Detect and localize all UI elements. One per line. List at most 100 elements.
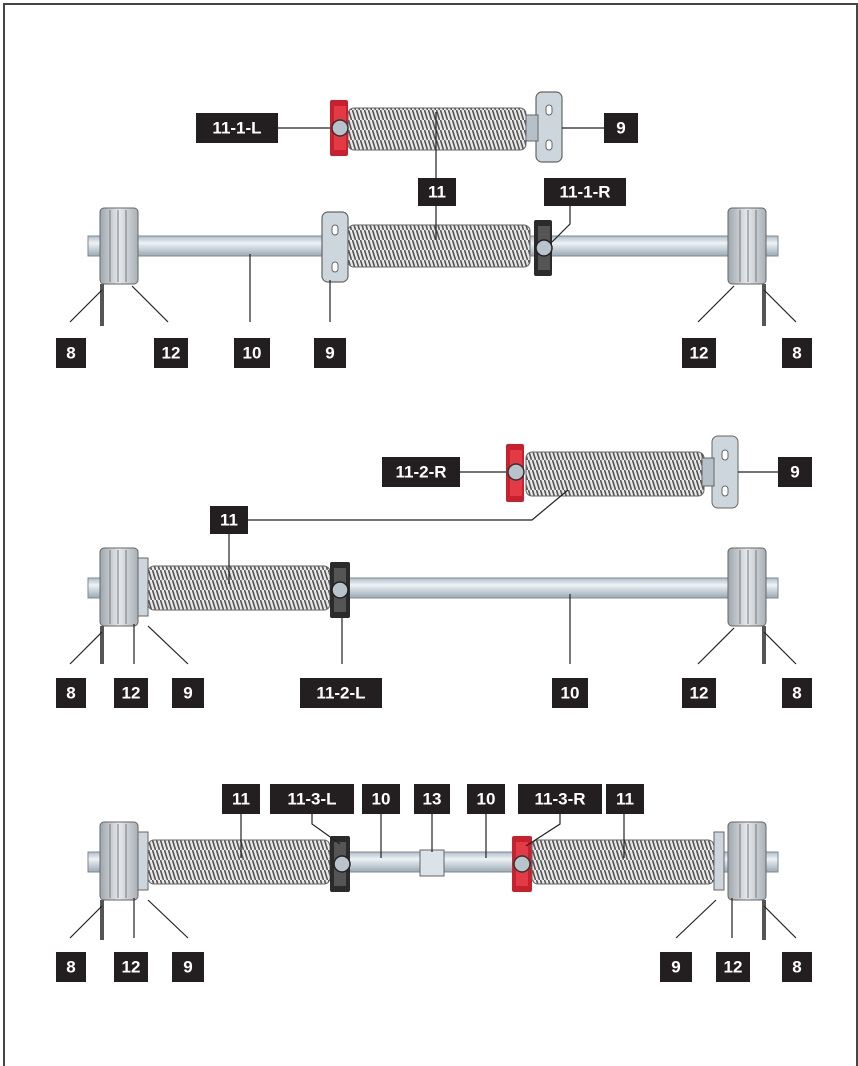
svg-text:11: 11 — [616, 790, 634, 809]
svg-text:12: 12 — [122, 958, 141, 977]
label-11: 11 — [210, 506, 248, 534]
label-8: 8 — [782, 338, 812, 368]
label-11-2-R: 11-2-R — [382, 457, 460, 487]
label-12: 12 — [154, 338, 188, 368]
label-9: 9 — [604, 113, 638, 143]
svg-text:11: 11 — [232, 790, 250, 809]
label-11: 11 — [222, 784, 260, 814]
label-8: 8 — [56, 678, 86, 708]
cable-drum-left — [99, 821, 139, 940]
spring — [525, 451, 705, 497]
cable-drum-left — [99, 547, 139, 664]
label-10: 10 — [362, 784, 400, 814]
label-11-2-L: 11-2-L — [300, 678, 382, 708]
svg-text:9: 9 — [183, 684, 192, 703]
label-8: 8 — [782, 952, 812, 982]
diagram-double-spring: 11 11-3-L 10 13 10 11-3-R 11 8 12 9 9 12… — [56, 784, 812, 982]
svg-text:10: 10 — [372, 790, 391, 809]
label-8: 8 — [56, 952, 86, 982]
winding-cone-red — [512, 836, 532, 892]
svg-text:11: 11 — [428, 183, 446, 202]
label-11-3-R: 11-3-R — [518, 784, 602, 814]
svg-text:10: 10 — [477, 790, 496, 809]
loose-spring-assembly — [330, 91, 563, 163]
svg-text:9: 9 — [671, 958, 680, 977]
cable-drum-right — [727, 547, 767, 664]
bracket — [525, 91, 563, 163]
label-13: 13 — [414, 784, 450, 814]
svg-text:12: 12 — [690, 344, 709, 363]
label-8: 8 — [56, 338, 86, 368]
label-11-1-R: 11-1-R — [544, 178, 626, 206]
svg-text:8: 8 — [66, 684, 75, 703]
loose-spring-assembly — [506, 435, 739, 509]
cable-drum-right — [727, 821, 767, 940]
svg-text:8: 8 — [66, 344, 75, 363]
svg-text:11-2-R: 11-2-R — [395, 463, 446, 482]
svg-text:12: 12 — [122, 684, 141, 703]
cable-drum-left — [99, 207, 139, 326]
svg-text:12: 12 — [690, 684, 709, 703]
svg-text:11-3-L: 11-3-L — [287, 790, 336, 809]
label-8: 8 — [782, 678, 812, 708]
svg-text:9: 9 — [183, 958, 192, 977]
svg-text:12: 12 — [162, 344, 181, 363]
cable-drum-right — [727, 207, 767, 326]
svg-text:8: 8 — [66, 958, 75, 977]
svg-text:8: 8 — [792, 344, 801, 363]
label-12: 12 — [114, 952, 148, 982]
svg-text:11-1-L: 11-1-L — [212, 119, 261, 138]
label-9: 9 — [778, 457, 812, 487]
svg-text:10: 10 — [561, 684, 580, 703]
bracket — [137, 831, 149, 891]
spring — [147, 565, 331, 611]
label-12: 12 — [716, 952, 750, 982]
winding-cone-dark — [330, 836, 351, 892]
label-9: 9 — [314, 338, 346, 368]
label-12: 12 — [114, 678, 148, 708]
spring — [531, 839, 715, 885]
winding-cone-red — [506, 444, 525, 502]
svg-text:8: 8 — [792, 684, 801, 703]
label-12: 12 — [682, 338, 716, 368]
label-12: 12 — [682, 678, 716, 708]
svg-text:13: 13 — [423, 790, 442, 809]
svg-text:11: 11 — [220, 511, 238, 530]
winding-cone-red — [330, 100, 349, 156]
label-10: 10 — [552, 678, 588, 708]
diagram-single-spring: 11-1-L 9 11 11-1-R 8 12 10 9 12 8 — [56, 91, 812, 368]
svg-text:11-1-R: 11-1-R — [559, 183, 610, 202]
spring — [347, 107, 527, 151]
svg-text:10: 10 — [243, 344, 262, 363]
label-9: 9 — [660, 952, 692, 982]
leader-lines — [69, 471, 797, 665]
bracket — [137, 557, 149, 617]
leader-lines — [69, 112, 797, 323]
label-11-3-L: 11-3-L — [270, 784, 354, 814]
diagram-left-spring: 11-2-R 9 11 8 12 9 11-2-L 10 12 8 — [56, 435, 812, 708]
bracket — [321, 211, 349, 283]
winding-cone-dark — [330, 562, 350, 618]
svg-text:9: 9 — [616, 119, 625, 138]
svg-text:11-3-R: 11-3-R — [534, 790, 585, 809]
svg-text:9: 9 — [325, 344, 334, 363]
label-11-1-L: 11-1-L — [196, 113, 278, 143]
svg-text:8: 8 — [792, 958, 801, 977]
label-9: 9 — [172, 678, 204, 708]
label-9: 9 — [172, 952, 204, 982]
bracket — [713, 831, 725, 891]
spring — [347, 224, 531, 268]
spring — [147, 839, 331, 885]
svg-text:12: 12 — [724, 958, 743, 977]
label-10: 10 — [467, 784, 505, 814]
label-11: 11 — [418, 178, 456, 206]
winding-cone-dark — [534, 220, 553, 276]
label-10: 10 — [234, 338, 270, 368]
svg-text:11-2-L: 11-2-L — [316, 684, 365, 703]
coupler — [419, 849, 445, 877]
leader-lines — [69, 814, 797, 939]
bracket — [701, 435, 739, 509]
svg-text:9: 9 — [790, 463, 799, 482]
page-border — [3, 3, 858, 1066]
